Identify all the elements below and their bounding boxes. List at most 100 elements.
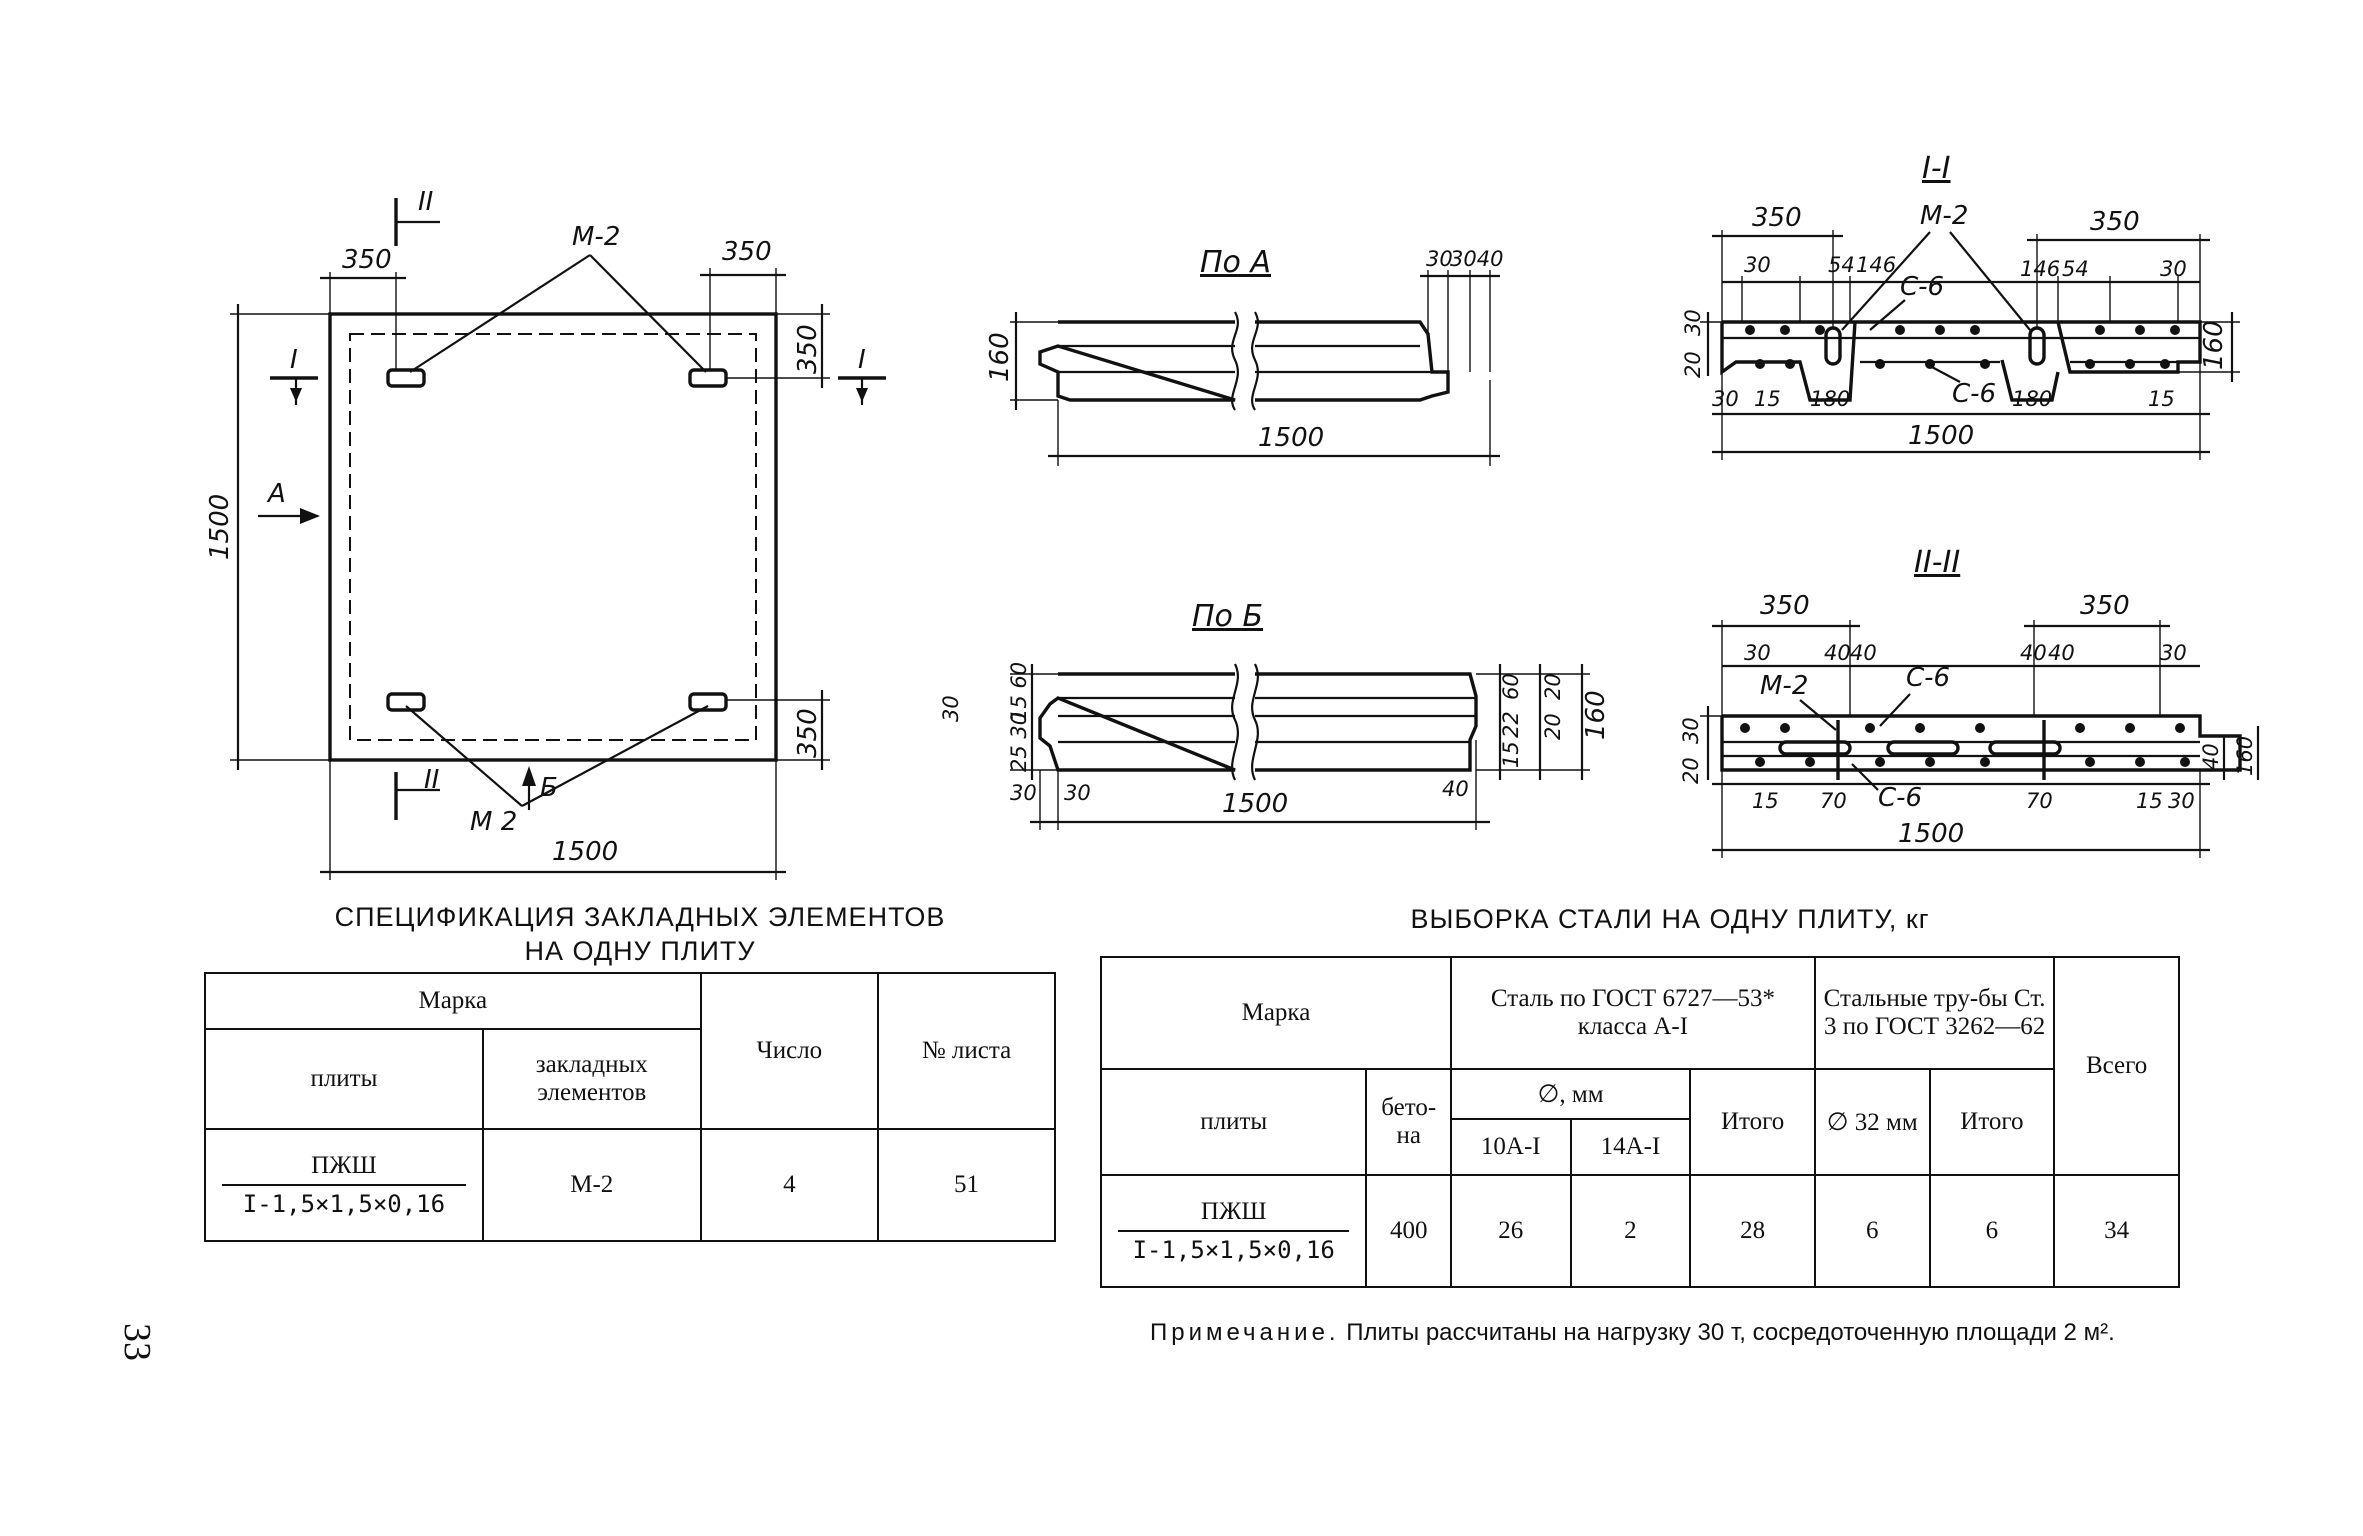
view-a-dim-30: 30	[1426, 247, 1453, 271]
view-a-dim-3040: 3040	[1450, 247, 1503, 271]
table-row: ПЖШ I-1,5×1,5×0,16 400 26 2 28 6 6 34	[1099, 1174, 2180, 1288]
steel-cell-pipe: 6	[1813, 1174, 1931, 1288]
view-b-dim-40: 40	[1442, 777, 1469, 801]
s2-dim-40: 40	[1824, 641, 1851, 665]
steel-table-heading: ВЫБОРКА СТАЛИ НА ОДНУ ПЛИТУ, кг	[1410, 904, 1930, 934]
steel-table: Марка Сталь по ГОСТ 6727—53* класса А-I …	[1099, 956, 2180, 1288]
view-a-arrow-label: А	[266, 479, 286, 509]
sec1-mark-right: I	[858, 345, 866, 375]
sec2-mark-top: II	[418, 187, 433, 217]
s1-dim-350-a: 350	[1752, 203, 1802, 233]
spec-col-plity: плиты	[204, 1028, 484, 1130]
view-b-dim-1500: 1500	[1222, 789, 1288, 819]
spec-table-heading: СПЕЦИФИКАЦИЯ ЗАКЛАДНЫХ ЭЛЕМЕНТОВ НА ОДНУ…	[240, 900, 1040, 968]
steel-col-pipes: Стальные тру-бы Ст. 3 по ГОСТ 3262—62	[1813, 956, 2056, 1070]
section-1: I-I 350 350 М-2 30	[1681, 151, 2240, 460]
spec-plity-top: ПЖШ	[222, 1152, 466, 1186]
s2-dim-v40: 40	[2199, 743, 2223, 770]
spec-cell-chislo: 4	[699, 1128, 880, 1242]
view-b-dim-left-30: 30	[939, 695, 963, 722]
s1-dim-b15b: 15	[2148, 387, 2175, 411]
plan-embed-label-top: М-2	[572, 222, 620, 252]
steel-plity-top: ПЖШ	[1118, 1198, 1350, 1232]
s2-dim-b15: 15	[1752, 789, 1779, 813]
note: Примечание. Плиты рассчитаны на нагрузку…	[1150, 1318, 2170, 1347]
s2-dim-40d: 40	[2048, 641, 2075, 665]
s2-dim-350-b: 350	[2080, 591, 2130, 621]
page-number: 33	[116, 1323, 158, 1361]
s1-dim-146: 146	[1856, 253, 1896, 277]
view-a-title: По А	[1200, 245, 1271, 280]
steel-col-betona: бето-на	[1365, 1068, 1452, 1176]
s1-dim-54: 54	[1828, 253, 1855, 277]
steel-col-14a: 14А-I	[1569, 1118, 1692, 1176]
steel-cell-vsego: 34	[2053, 1174, 2180, 1288]
section-2: II-II 350 350 30 40 40 40 40 30 М-2	[1679, 545, 2260, 858]
steel-cell-14a: 2	[1569, 1174, 1692, 1288]
plan-dim-350-left: 350	[342, 245, 392, 275]
steel-cell-itogo2: 6	[1928, 1174, 2056, 1288]
plan-dim-350-bottom: 350	[793, 708, 823, 758]
plan-dim-350-right: 350	[722, 237, 772, 267]
s2-dim-30: 30	[1744, 641, 1771, 665]
steel-col-itogo2: Итого	[1928, 1068, 2056, 1176]
spec-col-zakl: закладных элементов	[481, 1028, 702, 1130]
s2-dim-b70b: 70	[2026, 789, 2053, 813]
plan-view: М-2 М 2 350 350 1500 1500 350 350 II	[205, 187, 886, 880]
view-b-dim-r15: 15	[1499, 741, 1523, 768]
s1-dim-1500: 1500	[1908, 421, 1974, 451]
view-b-arrow-label: Б	[540, 773, 558, 803]
steel-col-gost: Сталь по ГОСТ 6727—53* класса А-I	[1449, 956, 1816, 1070]
s2-label-m2: М-2	[1760, 671, 1808, 701]
s1-dim-v160: 160	[2199, 320, 2229, 370]
plan-dim-350-top: 350	[793, 324, 823, 374]
view-b-title: По Б	[1192, 599, 1263, 634]
plan-dim-1500-width: 1500	[552, 837, 618, 867]
steel-cell-itogo1: 28	[1689, 1174, 1816, 1288]
s2-dim-40b: 40	[1850, 641, 1877, 665]
steel-cell-10a: 26	[1449, 1174, 1572, 1288]
spec-cell-zakl: М-2	[481, 1128, 702, 1242]
embed-plate	[386, 368, 426, 388]
view-b-dim-30-b: 30	[1064, 781, 1091, 805]
view-a-dim-1500: 1500	[1258, 423, 1324, 453]
steel-col-vsego: Всего	[2053, 956, 2180, 1176]
s1-dim-b15: 15	[1754, 387, 1781, 411]
sec2-mark-bottom: II	[424, 765, 439, 795]
embed-plate	[386, 692, 426, 712]
steel-col-10a: 10А-I	[1449, 1118, 1572, 1176]
section-2-title: II-II	[1914, 545, 1960, 580]
spec-col-marka: Марка	[204, 972, 702, 1030]
view-b-dim-r20: 20	[1541, 673, 1565, 700]
s1-dim-54b: 54	[2062, 257, 2089, 281]
view-b-dim-r20b: 20	[1541, 713, 1565, 740]
plan-outline	[328, 312, 778, 762]
s1-dim-b30: 30	[1712, 387, 1739, 411]
view-b-dim-30-a: 30	[1010, 781, 1037, 805]
steel-plity-bottom: I-1,5×1,5×0,16	[1132, 1236, 1335, 1264]
s1-dim-b180b: 180	[2012, 387, 2052, 411]
s2-dim-v20: 20	[1679, 757, 1703, 784]
plan-embed-label-bottom: М 2	[470, 807, 517, 837]
spec-heading-line1: СПЕЦИФИКАЦИЯ ЗАКЛАДНЫХ ЭЛЕМЕНТОВ	[334, 902, 946, 932]
s2-dim-1500: 1500	[1898, 819, 1964, 849]
view-b-dim-r22: 22	[1499, 711, 1523, 738]
s1-dim-350-b: 350	[2090, 207, 2140, 237]
note-text: Плиты рассчитаны на нагрузку 30 т, сосре…	[1346, 1319, 2115, 1346]
s2-dim-40c: 40	[2020, 641, 2047, 665]
spec-col-chislo: Число	[699, 972, 880, 1130]
spec-cell-list: 51	[877, 1128, 1056, 1242]
view-b-dim-25-30: 25 30	[1007, 712, 1031, 772]
s2-label-c6b: С-6	[1878, 783, 1922, 813]
s1-dim-30: 30	[1744, 253, 1771, 277]
view-b-dim-160: 160	[1581, 690, 1611, 740]
view-b: По Б 15 60 25 30 30 30 30 40 1500 60 22	[939, 599, 1611, 830]
view-a-dim-160: 160	[985, 332, 1015, 382]
plan-dashed-contour	[349, 333, 757, 741]
steel-col-diam: ∅, мм	[1449, 1068, 1692, 1120]
s1-dim-v30: 30	[1681, 309, 1705, 336]
view-b-dim-r60: 60	[1499, 673, 1523, 700]
s2-dim-b30: 30	[2168, 789, 2195, 813]
steel-col-pipe-d: ∅ 32 мм	[1813, 1068, 1931, 1176]
